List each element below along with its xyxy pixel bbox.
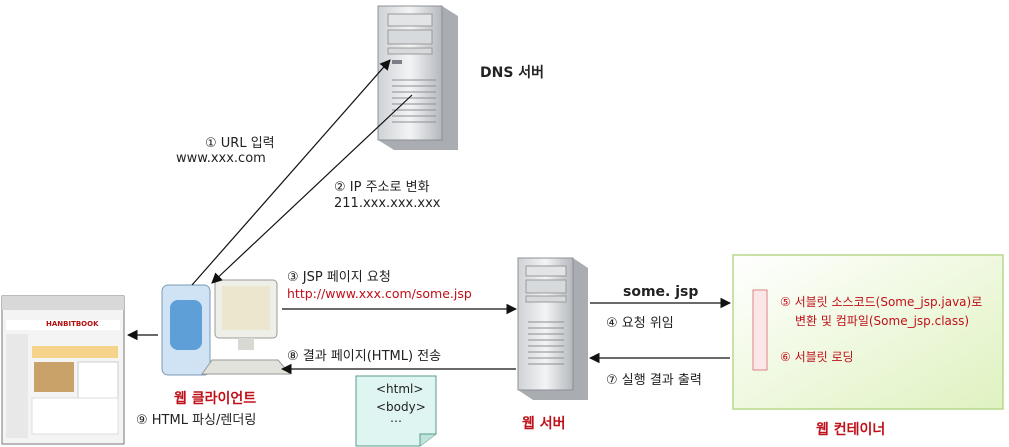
html-doc-line2: <body> [376, 400, 426, 414]
web-server-icon [517, 257, 588, 400]
dns-server-label: DNS 서버 [480, 65, 545, 81]
arrow-url-input [191, 59, 391, 286]
web-client-computer-icon [161, 279, 292, 376]
html-doc-line1: <html> [376, 382, 424, 396]
html-parse-label: ⑨ HTML 파싱/렌더링 [136, 413, 257, 428]
step8-label: ⑧ 결과 페이지(HTML) 전송 [287, 349, 442, 364]
arrow-ip-response [211, 94, 413, 284]
step4-label: ④ 요청 위임 [606, 316, 674, 331]
servlet-bar [752, 289, 768, 371]
step1-value: www.xxx.com [176, 151, 266, 166]
step5-line1: ⑤ 서블릿 소스코드(Some_jsp.java)로 [780, 295, 983, 309]
web-client-label: 웹 클라이언트 [174, 391, 257, 407]
html-document-icon [355, 375, 437, 447]
step3-title: ③ JSP 페이지 요청 [287, 270, 391, 285]
web-container-box [732, 254, 1004, 410]
step6-label: ⑥ 서블릿 로딩 [780, 350, 854, 364]
jsp-file-label: some. jsp [623, 284, 699, 300]
step7-label: ⑦ 실행 결과 출력 [606, 373, 702, 388]
html-doc-line3: ⋯ [390, 414, 402, 428]
step1-title: ① URL 입력 [205, 136, 275, 151]
browser-brand: HANBITBOOK [46, 320, 99, 328]
step2-title: ② IP 주소로 변화 [334, 180, 430, 195]
browser-screenshot-icon [1, 295, 125, 445]
web-container-label: 웹 컨테이너 [816, 422, 886, 438]
step3-url: http://www.xxx.com/some.jsp [287, 286, 472, 301]
web-server-label: 웹 서버 [522, 416, 566, 432]
step2-value: 211.xxx.xxx.xxx [334, 196, 441, 211]
dns-server-icon [377, 5, 458, 150]
step5-line2: 변환 및 컴파일(Some_jsp.class) [795, 314, 970, 328]
